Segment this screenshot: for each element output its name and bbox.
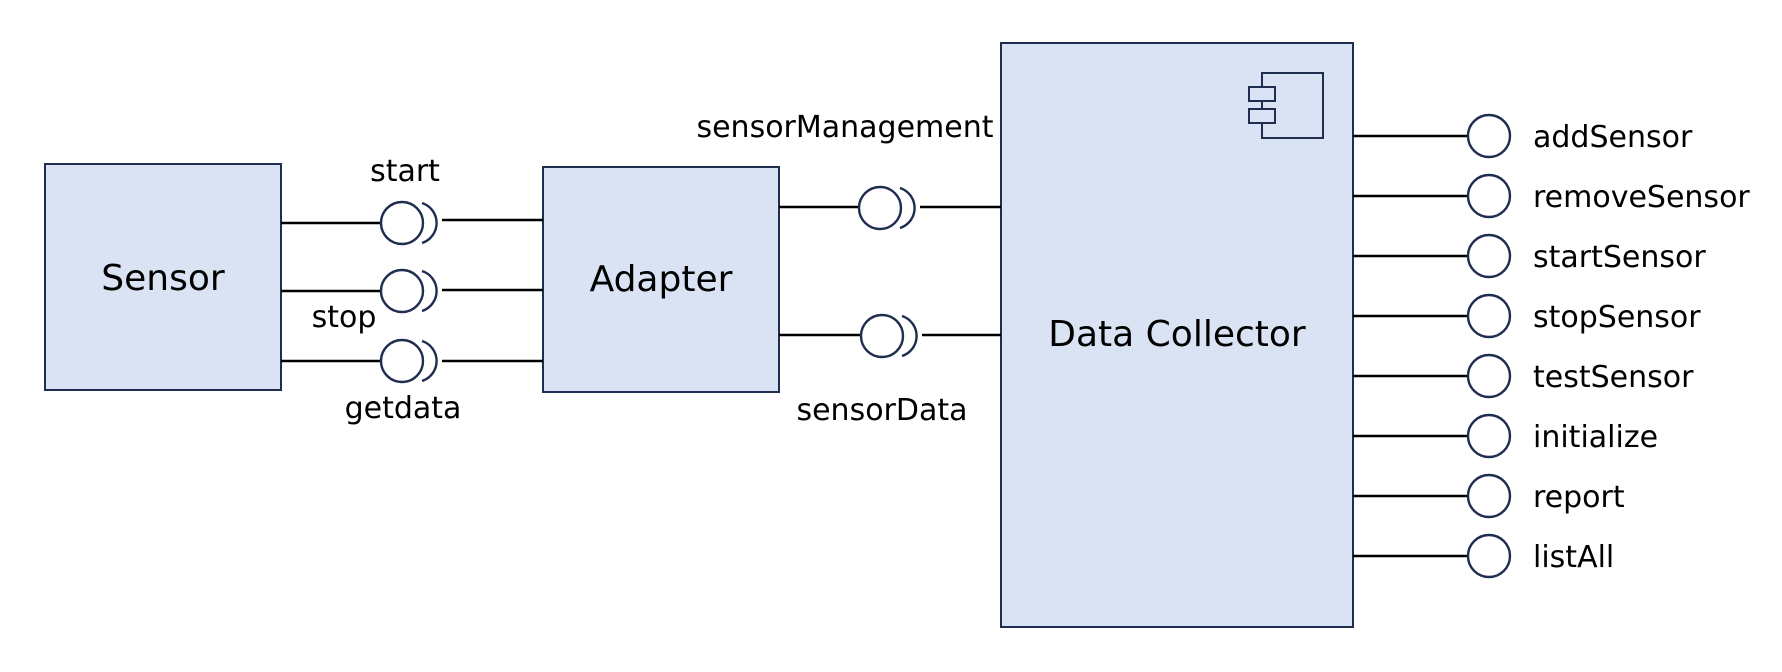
connector-sensor-data [779,313,1001,359]
connector-sensor-management [779,185,1001,231]
data-collector-box [1000,42,1354,628]
lollipop-ball [1466,173,1512,219]
lollipop-ball [1466,413,1512,459]
sensor-data-interface-label: sensorData [796,393,967,428]
lollipop-1: removeSensor [1353,173,1750,219]
sensor-label: Sensor [101,258,225,299]
connector-getdata [281,338,543,384]
getdata-interface-label: getdata [345,391,462,426]
provided-interfaces: addSensor removeSensor startSensor stopSens… [1353,113,1750,579]
provided-interface-label: initialize [1533,420,1658,455]
lollipop-ball [1466,113,1512,159]
connector-start [281,200,543,246]
lollipop-ball [1466,533,1512,579]
lollipop-ball [1466,473,1512,519]
provided-interface-label: stopSensor [1533,300,1701,335]
lollipop-2: startSensor [1353,233,1706,279]
lollipop-3: stopSensor [1353,293,1701,339]
provided-interface-label: listAll [1533,540,1614,575]
lollipop-4: testSensor [1353,353,1694,399]
sensor-management-interface-label: sensorManagement [696,110,993,145]
connector-stop [281,268,543,314]
start-interface-label: start [370,154,440,189]
lollipop-6: report [1353,473,1625,519]
lollipop-5: initialize [1353,413,1658,459]
provided-interface-label: report [1533,480,1625,515]
data-collector-label: Data Collector [1048,314,1306,355]
component-icon-tab-top [1248,86,1276,102]
component-icon-body [1261,72,1324,139]
lollipop-ball [1466,293,1512,339]
adapter-component: Adapter [542,166,780,393]
provided-interface-label: startSensor [1533,240,1706,275]
provided-interface-label: addSensor [1533,120,1693,155]
sensor-component: Sensor [44,163,282,391]
stop-interface-label: stop [312,300,377,335]
lollipop-0: addSensor [1353,113,1693,159]
provided-interface-label: removeSensor [1533,180,1750,215]
lollipop-ball [1466,233,1512,279]
adapter-label: Adapter [590,259,733,300]
adapter-box [542,166,780,393]
lollipop-ball [1466,353,1512,399]
provided-interface-label: testSensor [1533,360,1694,395]
data-collector-component: Data Collector [1000,42,1354,628]
lollipop-7: listAll [1353,533,1614,579]
component-icon-tab-bottom [1248,108,1276,124]
component-icon [1248,72,1324,139]
sensor-box [44,163,282,391]
